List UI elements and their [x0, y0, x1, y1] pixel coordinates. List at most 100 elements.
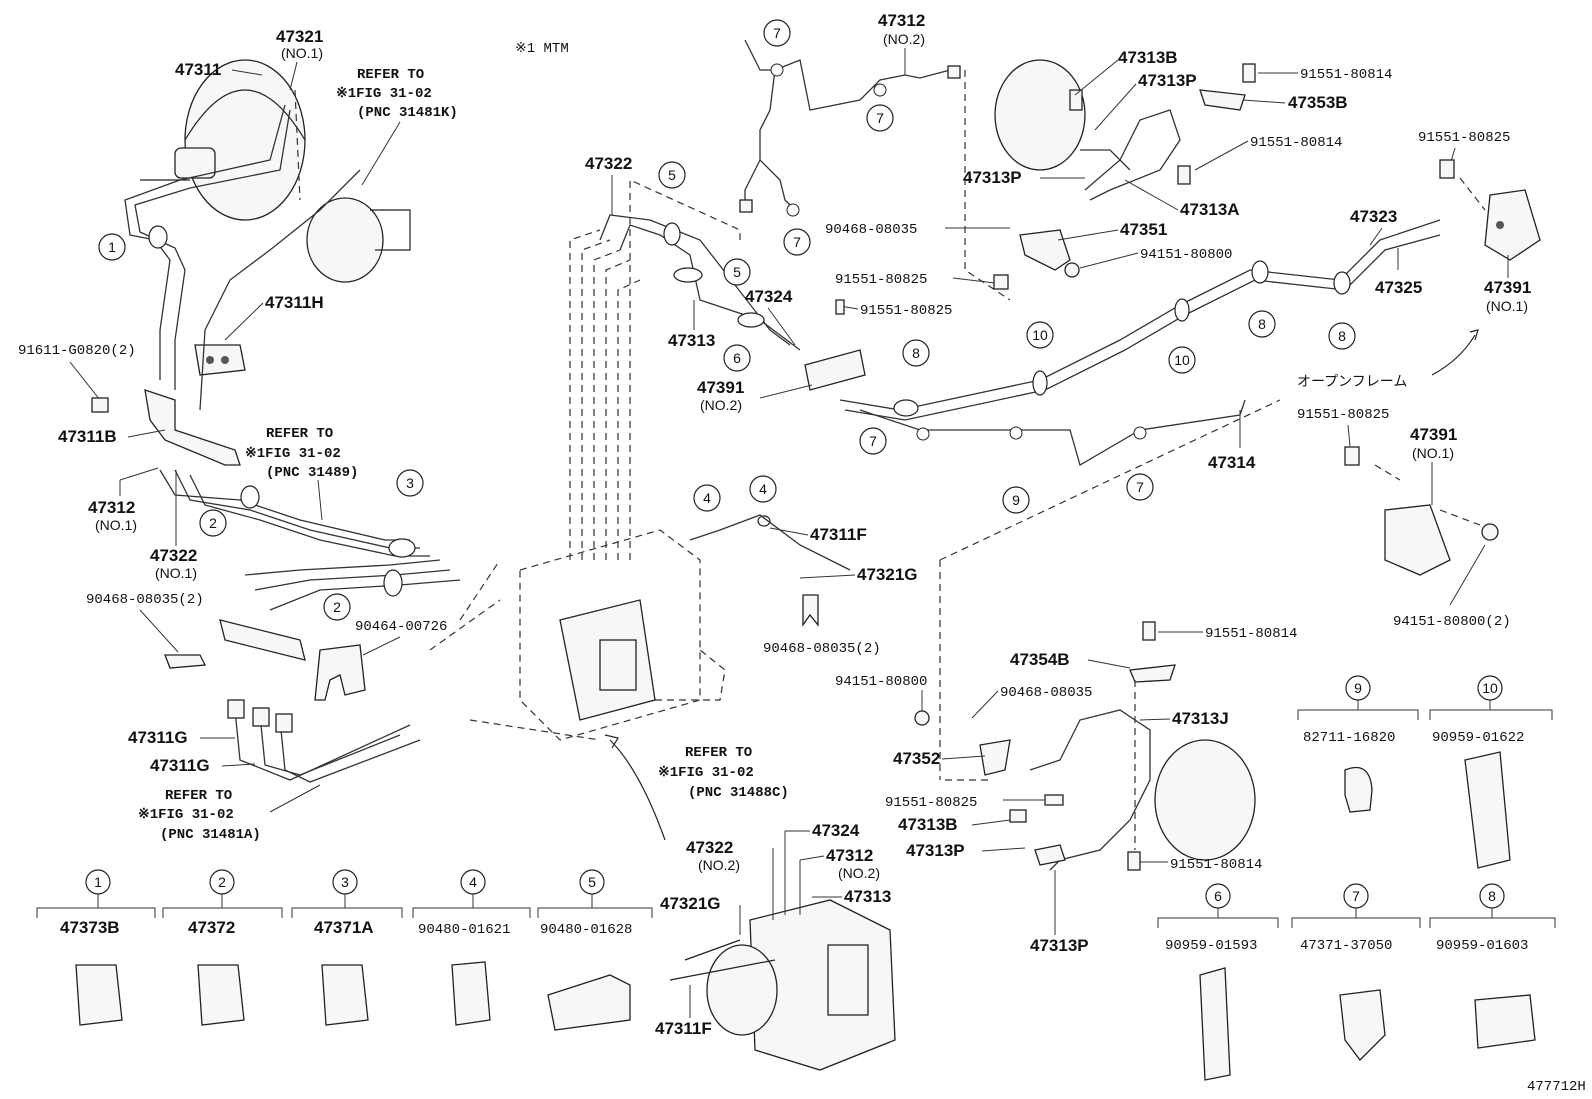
callout-8c: 8 [1328, 271, 1356, 350]
label-91551-80825-b: 91551-80825 [860, 303, 952, 319]
label-47322-center: 47322 [585, 154, 632, 173]
svg-text:(NO.2): (NO.2) [698, 857, 740, 873]
svg-text:90480-01621: 90480-01621 [418, 922, 510, 938]
label-47314: 47314 [1208, 453, 1256, 472]
svg-text:2: 2 [218, 874, 226, 890]
abs-unit-detail [669, 899, 896, 1071]
label-47354B: 47354B [1010, 650, 1070, 669]
svg-text:7: 7 [1352, 888, 1360, 904]
callout-8b: 8 [1248, 260, 1276, 338]
label-91551-80814-b: 91551-80814 [1250, 135, 1342, 151]
svg-text:7: 7 [876, 110, 884, 126]
label-47321G: 47321G [857, 565, 918, 584]
label-47311G-a: 47311G [128, 728, 188, 747]
label-90468-center: 90468-08035 [825, 222, 917, 238]
rear-drum-top [994, 59, 1246, 271]
callout-7b: 7 [866, 83, 894, 132]
legend-item-9: 9 82711-16820 [1297, 675, 1419, 813]
legend-item-6: 6 90959-01593 [1157, 883, 1279, 1081]
svg-text:※1FIG 31-02: ※1FIG 31-02 [658, 765, 754, 781]
label-47311G-b: 47311G [150, 756, 210, 775]
arrow-to-abs [609, 739, 666, 841]
svg-text:10: 10 [1032, 327, 1048, 343]
svg-text:(PNC 31481A): (PNC 31481A) [160, 827, 261, 843]
label-47312-no2-top: 47312 [878, 11, 925, 30]
label-47312-no2-bottom: 47312 [826, 846, 873, 865]
svg-text:REFER TO: REFER TO [357, 67, 424, 83]
label-94151-80800-c: 94151-80800 [835, 674, 927, 690]
label-47391-no1-frame: 47391 [1410, 425, 1457, 444]
label-47325: 47325 [1375, 278, 1422, 297]
label-90468-right: 90468-08035 [1000, 685, 1092, 701]
bracket-47391-no1 [1484, 189, 1541, 261]
callout-9: 9 [1002, 426, 1030, 514]
label-91551-80814-d: 91551-80814 [1170, 857, 1262, 873]
callout-1: 1 [98, 225, 168, 261]
legend-item-10: 10 90959-01622 [1429, 675, 1553, 869]
svg-text:REFER TO: REFER TO [165, 788, 232, 804]
svg-text:7: 7 [869, 433, 877, 449]
label-open-frame: オープンフレーム [1297, 373, 1407, 389]
legend-item-3: 3 47371A [291, 869, 403, 1026]
svg-text:※1FIG 31-02: ※1FIG 31-02 [336, 86, 432, 102]
svg-text:9: 9 [1354, 680, 1362, 696]
label-91551-80825-d: 91551-80825 [1297, 407, 1389, 423]
label-47351: 47351 [1120, 220, 1167, 239]
callout-7a: 7 [763, 19, 791, 77]
svg-text:4: 4 [469, 874, 477, 890]
label-47311F-bottom: 47311F [655, 1019, 712, 1038]
label-47353B: 47353B [1288, 93, 1348, 112]
label-47313-bottom: 47313 [844, 887, 891, 906]
svg-text:6: 6 [733, 350, 741, 366]
label-47322-no1: 47322 [150, 546, 197, 565]
rear-drum-bottom [979, 664, 1256, 871]
svg-text:8: 8 [1338, 328, 1346, 344]
svg-text:(NO.2): (NO.2) [838, 865, 880, 881]
label-47324-center: 47324 [745, 287, 793, 306]
svg-text:REFER TO: REFER TO [685, 745, 752, 761]
label-47311: 47311 [175, 60, 221, 79]
label-47324-bottom: 47324 [812, 821, 860, 840]
clip-90468-left [164, 654, 207, 669]
svg-text:90480-01628: 90480-01628 [540, 922, 632, 938]
callout-5a: 5 [658, 161, 686, 246]
label-47313A: 47313A [1180, 200, 1240, 219]
part-labels: 47321 (NO.1) 47311 REFER TO ※1FIG 31-02 … [18, 11, 1531, 1038]
svg-text:10: 10 [1482, 680, 1498, 696]
svg-text:47371-37050: 47371-37050 [1300, 938, 1392, 954]
figure-id: 477712H [1527, 1079, 1586, 1095]
label-47311F: 47311F [810, 525, 867, 544]
label-94151-80800-b: 94151-80800(2) [1393, 614, 1511, 630]
arrow-open-frame [1431, 334, 1476, 376]
label-47391-no1-top: 47391 [1484, 278, 1531, 297]
legend-item-2: 2 47372 [162, 869, 283, 1026]
refer-31481A: REFER TO ※1FIG 31-02 (PNC 31481A) [138, 784, 321, 843]
svg-text:5: 5 [668, 167, 676, 183]
callout-8a: 8 [893, 339, 930, 417]
callout-7d: 7 [859, 427, 930, 455]
svg-text:9: 9 [1012, 492, 1020, 508]
svg-text:(PNC 31481K): (PNC 31481K) [357, 105, 458, 121]
callout-10b: 10 [1168, 298, 1196, 374]
label-94151-80800-a: 94151-80800 [1140, 247, 1232, 263]
svg-text:47372: 47372 [188, 918, 235, 937]
label-47313P-lower: 47313P [1030, 936, 1089, 955]
label-47313B-top: 47313B [1118, 48, 1178, 67]
svg-text:8: 8 [1488, 888, 1496, 904]
proportioning-valve [194, 344, 246, 376]
label-90468-center-b: 90468-08035(2) [763, 641, 881, 657]
label-91551-80814-c: 91551-80814 [1205, 626, 1297, 642]
brake-booster [140, 59, 411, 283]
svg-text:(NO.1): (NO.1) [1486, 298, 1528, 314]
bolt-91611 [91, 397, 109, 413]
legend-item-4: 4 90480-01621 [412, 869, 531, 1026]
label-47311B: 47311B [58, 427, 117, 446]
label-91611: 91611-G0820(2) [18, 343, 136, 359]
svg-text:90959-01603: 90959-01603 [1436, 938, 1528, 954]
label-47313P-bottom: 47313P [906, 841, 965, 860]
svg-text:1: 1 [108, 239, 116, 255]
note-mtm: ※1 MTM [515, 41, 569, 57]
callout-7e: 7 [1126, 426, 1154, 501]
svg-text:4: 4 [759, 481, 767, 497]
svg-text:47371A: 47371A [314, 918, 374, 937]
